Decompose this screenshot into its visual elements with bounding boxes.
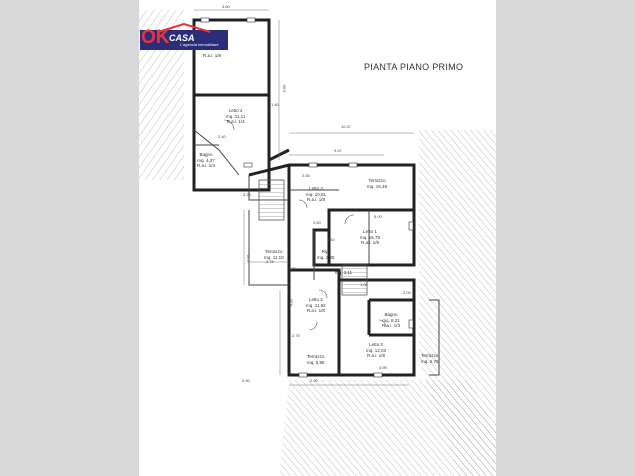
dimension-label: 3.10 xyxy=(245,254,251,263)
dimension-label: 1.20 xyxy=(288,266,296,271)
dimension-label: 2.60 xyxy=(313,220,321,225)
logo-background xyxy=(140,30,228,50)
room-label-ripostiglio: Rip.mq. 2,25 xyxy=(317,249,335,260)
logo-tagline: L'agenzia immobiliare xyxy=(180,42,219,47)
dimension-label: 9.90 xyxy=(281,84,287,93)
dimension-label: 1.40 xyxy=(271,102,279,107)
logo-brand: CASA xyxy=(169,33,195,43)
dimension-label: 4.90 xyxy=(379,365,387,370)
window-marks xyxy=(200,17,414,378)
dimension-label: 2.75 xyxy=(292,333,300,338)
door-swings xyxy=(223,119,387,331)
logo-roof-icon xyxy=(157,23,211,33)
dimension-label: 1.00 xyxy=(360,282,368,287)
dimension-label: 4.90 xyxy=(288,298,294,307)
plan-title: PIANTA PIANO PRIMO xyxy=(364,62,464,72)
dimension-label: 3.20 xyxy=(243,192,251,197)
dimension-label: 9.57 xyxy=(334,148,342,153)
stairs-upper xyxy=(258,179,285,221)
logo-mark: OK xyxy=(141,27,170,48)
dimension-label: 5.00 xyxy=(374,214,382,219)
room-label-upper: R.a.i. 1/8 xyxy=(203,53,222,58)
dimension-label: 2.40 xyxy=(218,134,226,139)
dimension-label: 2.90 xyxy=(310,378,318,383)
dimension-label: 3.00 xyxy=(403,290,411,295)
okcasa-logo: OK CASA L'agenzia immobiliare xyxy=(140,23,228,53)
stairs-lower xyxy=(341,264,368,296)
dimension-label: 3.60 xyxy=(222,4,230,9)
left-margin-panel xyxy=(0,0,139,476)
dimension-label: 10.37 xyxy=(341,124,352,129)
dimension-label: 1.10 xyxy=(327,237,335,242)
roof-hatch-bottom xyxy=(279,380,496,476)
dimension-label: 2.90 xyxy=(242,378,250,383)
dimension-label: 2.65 xyxy=(302,173,310,178)
room-label-disimpegno: mq. 2,11 xyxy=(335,270,353,275)
dimension-label: 3.75 xyxy=(266,259,274,264)
dimension-lines xyxy=(194,9,414,386)
right-margin-panel xyxy=(496,0,635,476)
